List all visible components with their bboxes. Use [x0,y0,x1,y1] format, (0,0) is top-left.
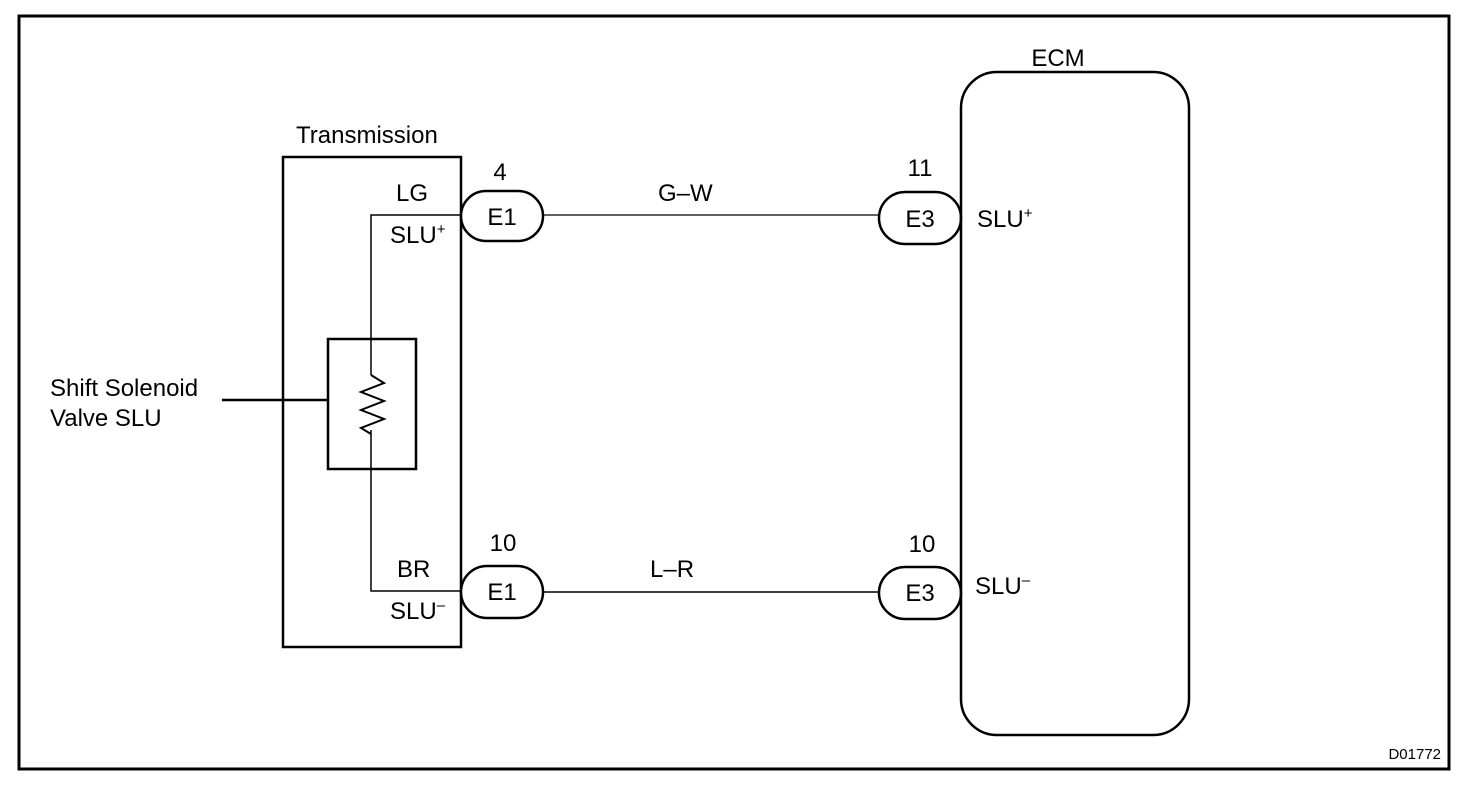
internal-wire-top [370,214,461,375]
connector-trans-bottom-name: E1 [487,579,516,606]
trans-bottom-terminal: SLU– [390,597,446,625]
connector-trans-bottom-pin: 10 [490,530,517,557]
component-label-line1: Shift Solenoid [50,375,198,402]
wire-bottom-color: L–R [650,556,694,583]
diagram-frame [17,14,1451,771]
solenoid-coil-icon [358,374,387,435]
trans-bottom-wire-color: BR [397,556,430,583]
ecm-box [959,70,1191,737]
ecm-top-terminal: SLU+ [977,205,1033,233]
solenoid-box [326,337,418,471]
wire-top-color: G–W [658,180,713,207]
trans-top-wire-color: LG [396,180,428,207]
connector-trans-bottom [459,564,545,620]
connector-trans-top-name: E1 [487,204,516,231]
transmission-title: Transmission [296,122,438,149]
connector-ecm-top-name: E3 [905,206,934,233]
connector-ecm-bottom-name: E3 [905,580,934,607]
connector-trans-top-pin: 4 [493,159,506,186]
internal-wire-bottom [370,430,461,592]
connector-ecm-top-pin: 11 [908,155,933,182]
transmission-box [281,155,463,649]
connector-trans-top [459,189,545,243]
figure-id: D01772 [1388,746,1441,763]
ecm-bottom-terminal: SLU– [975,572,1031,600]
connector-ecm-bottom-pin: 10 [909,531,936,558]
trans-top-terminal: SLU+ [390,221,446,249]
ecm-title: ECM [1031,45,1084,72]
component-label-line2: Valve SLU [50,405,162,432]
